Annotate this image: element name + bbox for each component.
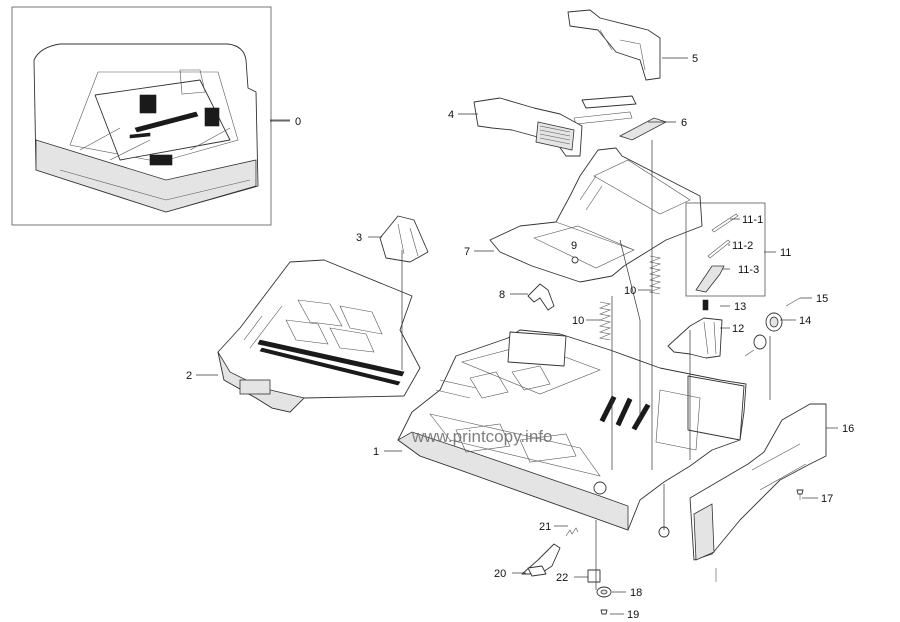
part-number-labels: 0 5 4 6 3 7 9 8 10 10 2 1 11-1 11-2 11 1… [186, 53, 854, 621]
part-7-knockup-plate [489, 147, 703, 283]
part-11-2-film [707, 239, 731, 259]
part-9-screw [571, 256, 579, 264]
label-part-11: 11 [780, 247, 791, 259]
label-part-16: 16 [842, 423, 854, 435]
label-part-15: 15 [816, 293, 828, 305]
part-3-side-guide [379, 215, 429, 263]
label-part-6: 6 [681, 117, 687, 129]
part-10-spring-upper [648, 255, 662, 295]
label-part-5: 5 [692, 53, 698, 65]
label-part-20: 20 [494, 568, 506, 580]
part-11-group-box [685, 202, 766, 297]
part-14-roller [753, 312, 783, 350]
assembly-inset [11, 6, 272, 226]
label-part-12: 12 [732, 323, 744, 335]
part-13-small-spring [702, 299, 709, 311]
label-part-10-lower: 10 [572, 315, 584, 327]
label-part-4: 4 [448, 109, 454, 121]
inset-frame [11, 6, 272, 226]
label-part-7: 7 [464, 246, 470, 258]
part-21-spring [565, 527, 579, 537]
label-part-17: 17 [821, 493, 833, 505]
assembly-guide-lines [270, 119, 771, 590]
label-part-11-3: 11-3 [738, 264, 759, 276]
label-leaders [196, 57, 838, 615]
label-part-18: 18 [630, 587, 642, 599]
label-part-1: 1 [373, 446, 379, 458]
part-2-extension-tray [217, 259, 421, 413]
label-part-0: 0 [295, 116, 301, 128]
part-1-cassette-frame [397, 329, 747, 538]
part-17-screw [715, 489, 804, 582]
part-0-assembled-tray [33, 43, 259, 213]
part-18-gear [596, 586, 612, 598]
label-part-21: 21 [539, 521, 551, 533]
part-22-knob [587, 569, 601, 583]
label-part-3: 3 [356, 232, 362, 244]
label-part-11-1: 11-1 [742, 214, 763, 226]
part-16-front-cover [689, 403, 827, 561]
label-part-9: 9 [571, 240, 577, 252]
part-10-spring-lower [598, 301, 612, 341]
part-11-3-holder [695, 265, 725, 293]
part-15-pin [744, 297, 801, 357]
label-part-2: 2 [186, 370, 192, 382]
label-part-13: 13 [734, 301, 746, 313]
part-4-guide-bracket [473, 97, 583, 157]
part-12-pickup-bracket [667, 317, 723, 359]
label-part-10-upper: 10 [624, 285, 636, 297]
part-6-friction-pad [618, 117, 668, 141]
label-part-11-2: 11-2 [732, 240, 753, 252]
part-20-latch [521, 543, 561, 577]
label-part-19: 19 [627, 609, 639, 621]
part-5-rear-cover [567, 9, 661, 125]
label-part-8: 8 [499, 289, 505, 301]
label-part-14: 14 [799, 315, 811, 327]
part-19-screw [600, 609, 608, 615]
watermark-text: www.printcopy.info [411, 427, 552, 446]
label-part-22: 22 [556, 572, 568, 584]
part-8-lever [527, 283, 555, 311]
part-11-1-film [711, 213, 739, 233]
